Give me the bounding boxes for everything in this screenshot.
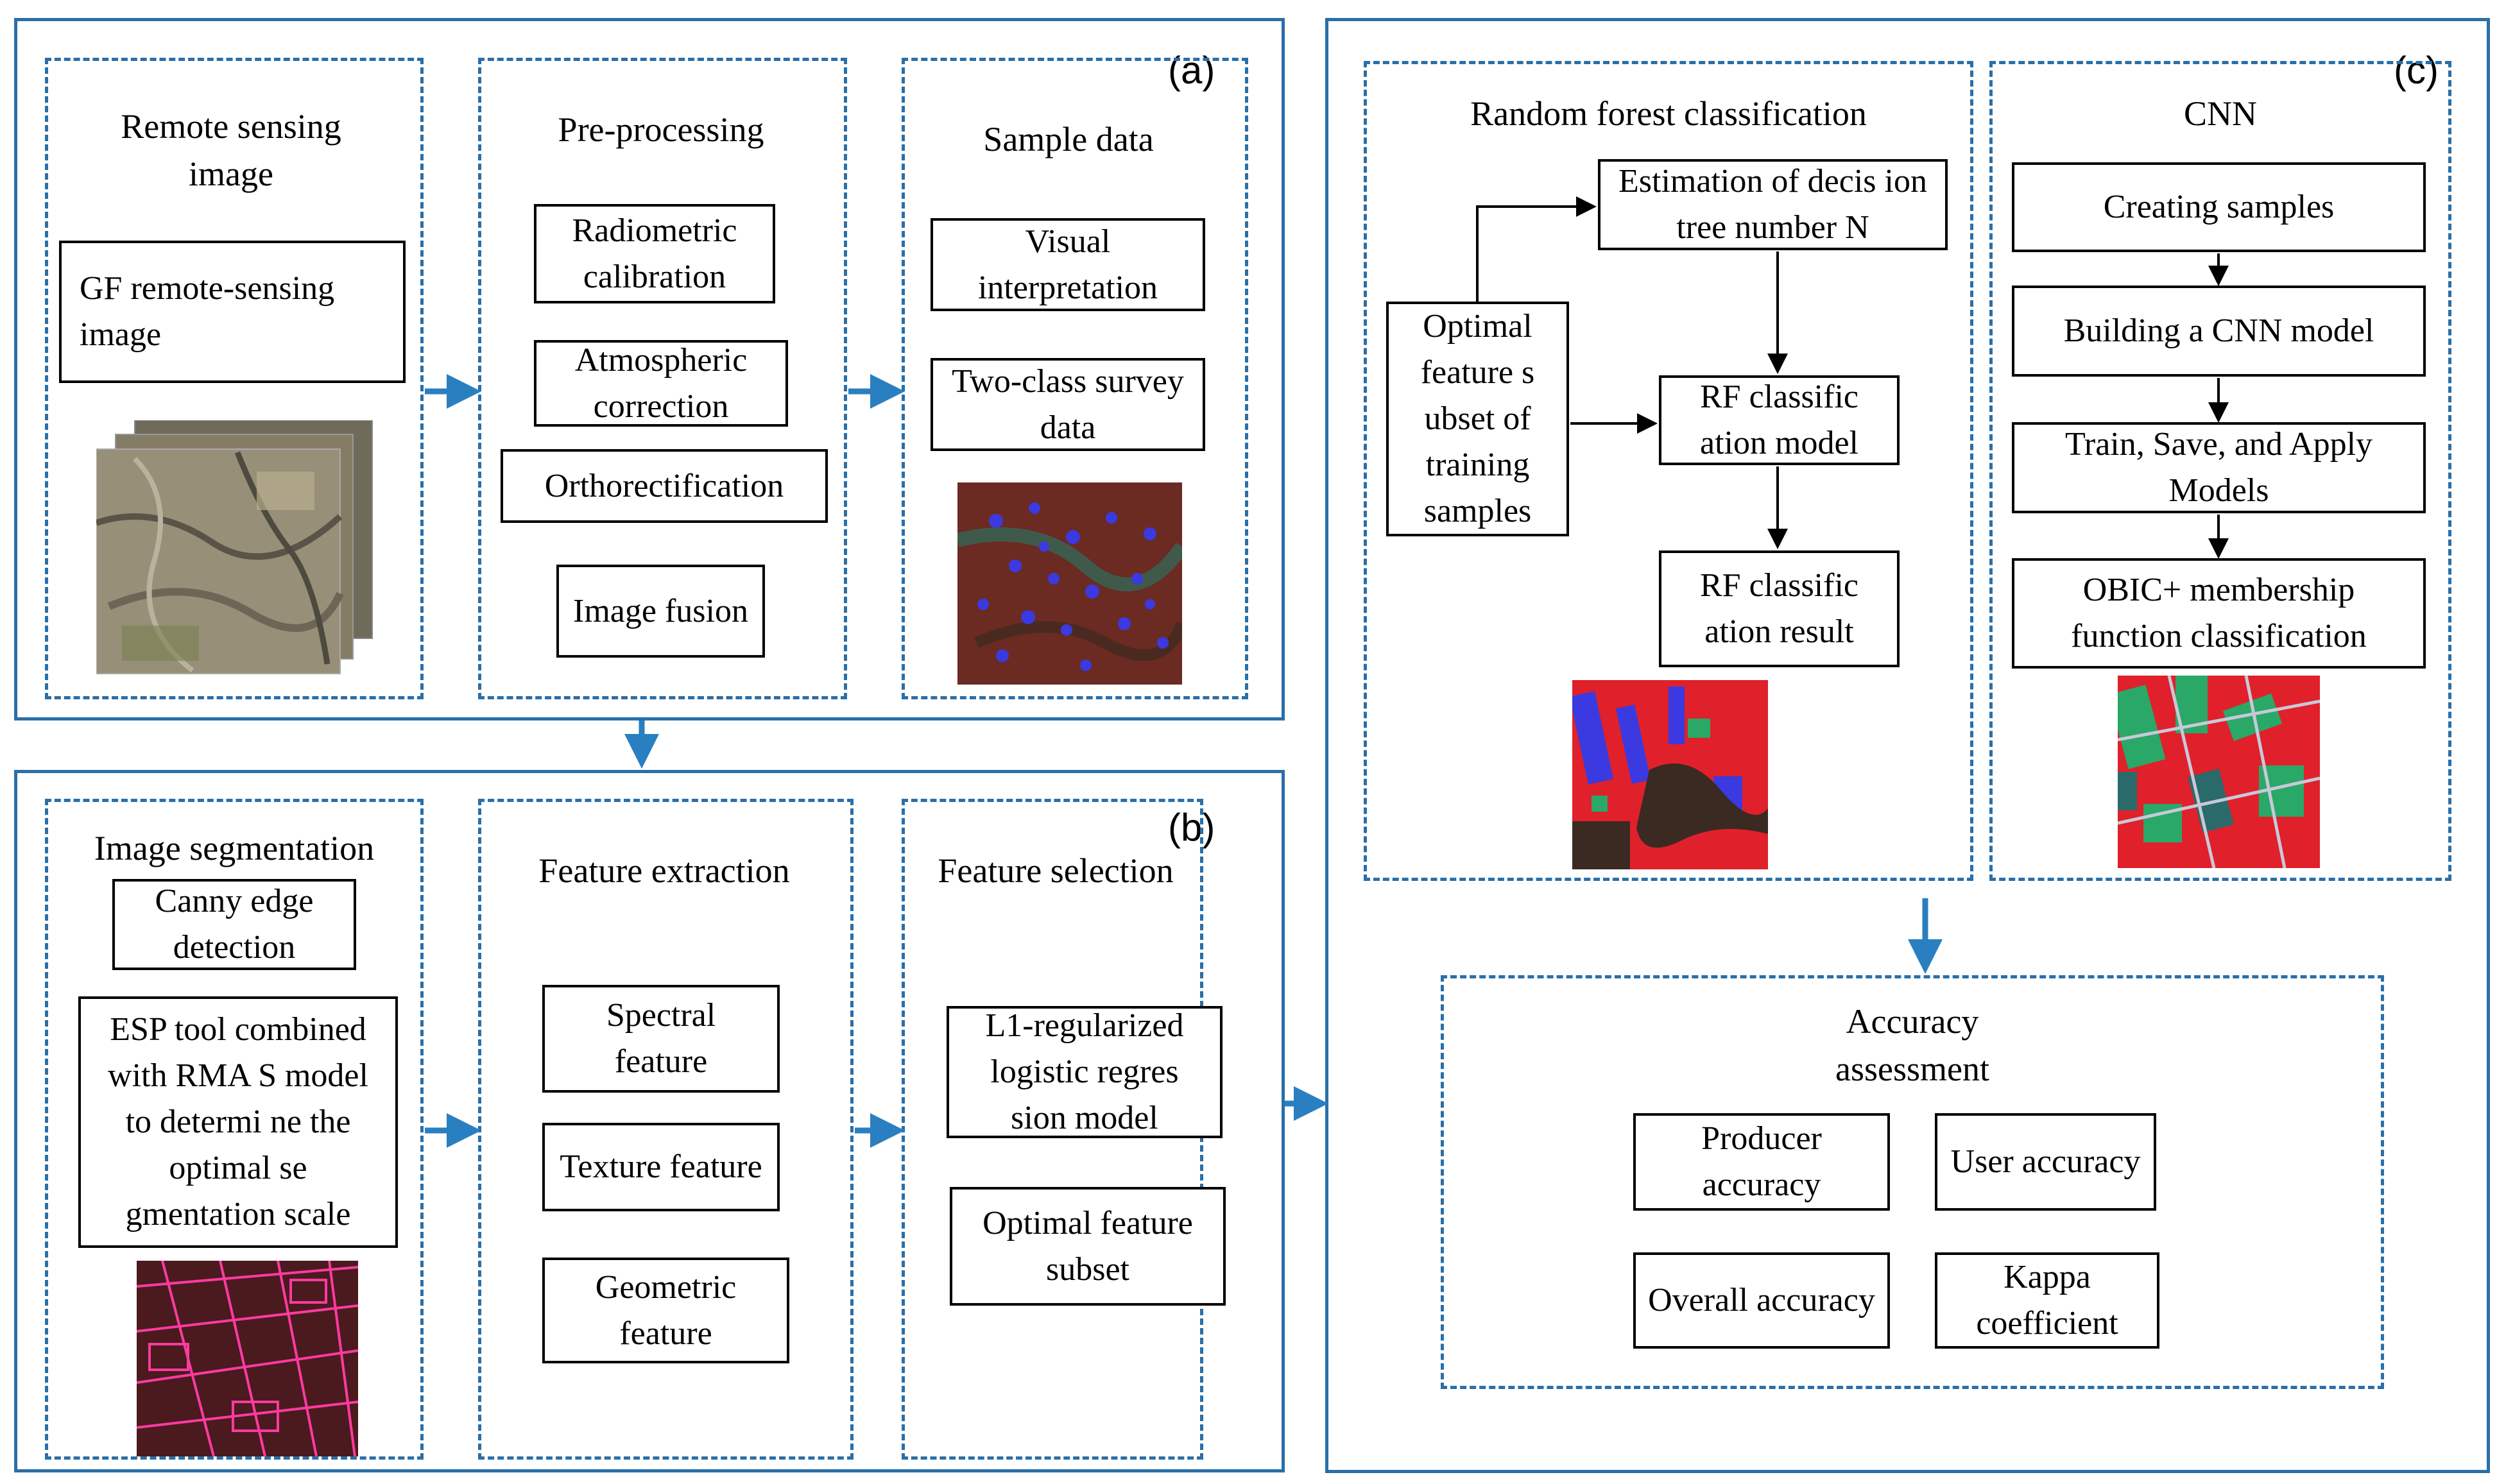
estimation-box: Estimation of decis ion tree number N bbox=[1598, 159, 1948, 250]
extraction-title: Feature extraction bbox=[538, 851, 790, 890]
esp-tool-box: ESP tool combined with RMA S model to de… bbox=[78, 996, 398, 1248]
rf-model-box: RF classific ation model bbox=[1659, 375, 1900, 465]
producer-accuracy-box: Producer accuracy bbox=[1633, 1113, 1890, 1211]
arrow-optimal-to-estimation bbox=[1476, 196, 1597, 302]
sample-data-image bbox=[957, 482, 1182, 685]
overall-accuracy-box: Overall accuracy bbox=[1633, 1252, 1890, 1349]
rf-group bbox=[1364, 61, 1973, 881]
step-orthorectification: Orthorectification bbox=[501, 449, 828, 523]
remote-sensing-title: Remote sensing image bbox=[121, 107, 341, 193]
accuracy-title: Accuracy assessment bbox=[1835, 1002, 1989, 1088]
optimal-subset-box: Optimal feature subset bbox=[950, 1187, 1226, 1306]
cnn-creating-samples: Creating samples bbox=[2012, 162, 2426, 252]
kappa-coefficient-box: Kappa coefficient bbox=[1935, 1252, 2159, 1349]
cnn-title: CNN bbox=[2183, 94, 2257, 133]
rf-result-image bbox=[1572, 680, 1768, 869]
geometric-feature-box: Geometric feature bbox=[542, 1258, 789, 1363]
two-class-survey-box: Two-class survey data bbox=[931, 358, 1205, 451]
panel-a-letter: (a) bbox=[1168, 49, 1215, 92]
step-fusion: Image fusion bbox=[556, 565, 765, 658]
segmentation-group bbox=[45, 799, 424, 1460]
optimal-training-box: Optimal feature s ubset of training samp… bbox=[1386, 302, 1569, 536]
selection-title: Feature selection bbox=[938, 851, 1174, 890]
segmentation-title: Image segmentation bbox=[94, 829, 375, 867]
cnn-obic-classification: OBIC+ membership function classification bbox=[2012, 558, 2426, 669]
cnn-group bbox=[1989, 61, 2451, 881]
user-accuracy-box: User accuracy bbox=[1935, 1113, 2156, 1211]
preprocessing-title: Pre-processing bbox=[558, 110, 764, 149]
step-atmospheric: Atmospheric correction bbox=[534, 340, 788, 427]
gf-image-stack bbox=[96, 420, 373, 674]
step-radiometric: Radiometric calibration bbox=[534, 204, 775, 303]
accuracy-group bbox=[1441, 975, 2384, 1389]
l1-logistic-box: L1-regularized logistic regres sion mode… bbox=[947, 1006, 1223, 1138]
canny-edge-box: Canny edge detection bbox=[112, 879, 356, 970]
gf-image-box: GF remote-sensing image bbox=[59, 241, 406, 383]
sample-data-title: Sample data bbox=[983, 120, 1154, 158]
spectral-feature-box: Spectral feature bbox=[542, 985, 780, 1093]
panel-b bbox=[14, 770, 1285, 1472]
panel-c bbox=[1325, 18, 2490, 1473]
panel-b-letter: (b) bbox=[1168, 806, 1215, 849]
cnn-result-image bbox=[2118, 676, 2320, 868]
texture-feature-box: Texture feature bbox=[542, 1123, 780, 1211]
cnn-train-save-apply: Train, Save, and Apply Models bbox=[2012, 422, 2426, 513]
panel-a bbox=[14, 18, 1285, 721]
visual-interpretation-box: Visual interpretation bbox=[931, 218, 1205, 311]
cnn-build-model: Building a CNN model bbox=[2012, 286, 2426, 377]
segmentation-image bbox=[137, 1261, 358, 1456]
remote-sensing-group bbox=[45, 58, 424, 699]
panel-c-letter: (c) bbox=[2394, 49, 2439, 92]
rf-title: Random forest classification bbox=[1470, 94, 1867, 133]
rf-result-box: RF classific ation result bbox=[1659, 550, 1900, 667]
